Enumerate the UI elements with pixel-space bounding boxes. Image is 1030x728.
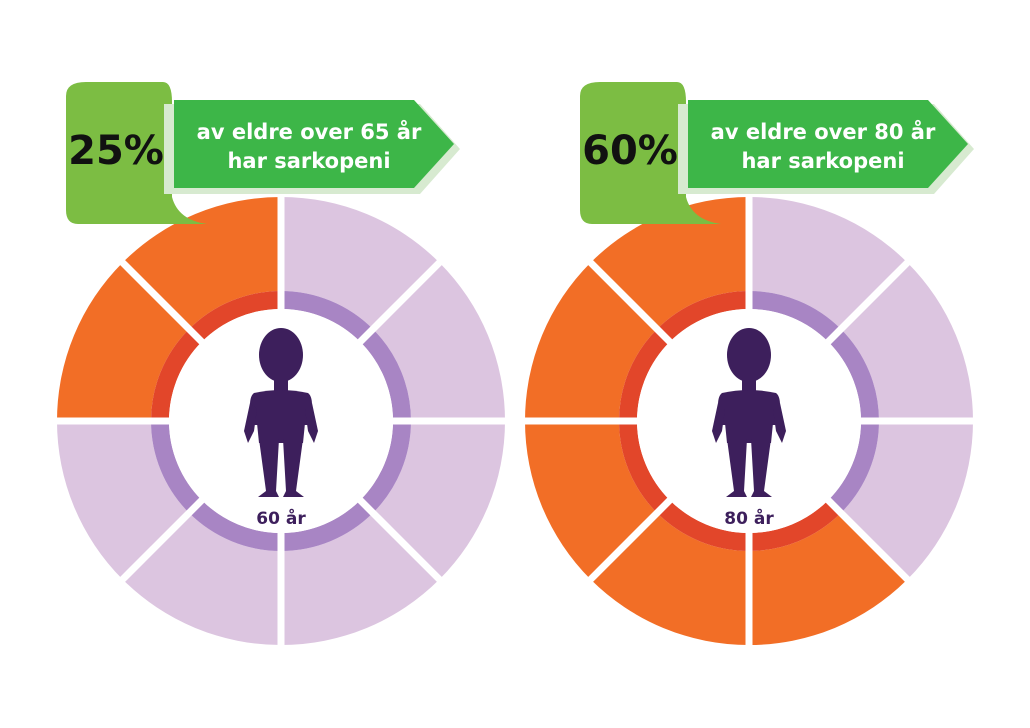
segment-divider [118, 258, 206, 346]
segment-inner-unaffected [281, 291, 373, 342]
banner-arrow [688, 100, 968, 188]
segment-unaffected [57, 421, 190, 580]
segment-inner-unaffected [360, 421, 411, 513]
segment-inner-unaffected [828, 329, 879, 421]
segment-unaffected [749, 197, 908, 330]
segment-affected [525, 262, 658, 421]
segment-unaffected [840, 262, 973, 421]
segment-affected [749, 512, 908, 645]
segment-divider [356, 496, 444, 584]
ring-chart-0: 60 år 25% av eldre over 65 år har sarkopeni [55, 82, 507, 647]
segment-inner-affected [619, 329, 670, 421]
segment-divider [586, 496, 674, 584]
info-banner: av eldre over 65 år har sarkopeni [164, 100, 460, 194]
banner-arrow [174, 100, 454, 188]
segment-inner-affected [749, 500, 841, 551]
segment-inner-affected [657, 291, 749, 342]
age-label: 60 år [256, 507, 306, 529]
segment-affected [525, 421, 658, 580]
segment-divider [824, 496, 912, 584]
segment-inner-unaffected [151, 421, 202, 513]
segment-inner-unaffected [189, 500, 281, 551]
segment-unaffected [372, 421, 505, 580]
segment-inner-unaffected [828, 421, 879, 513]
banner-line-0: av eldre over 65 år [197, 119, 422, 144]
info-banner: av eldre over 80 år har sarkopeni [678, 100, 974, 194]
segment-inner-affected [619, 421, 670, 513]
segment-inner-unaffected [281, 500, 373, 551]
banner-line-1: har sarkopeni [741, 149, 904, 173]
segment-unaffected [281, 197, 440, 330]
person-silhouette-icon [712, 328, 786, 497]
age-label: 80 år [724, 507, 774, 529]
segment-inner-unaffected [749, 291, 841, 342]
segment-unaffected [840, 421, 973, 580]
segment-divider [586, 258, 674, 346]
segment-inner-affected [189, 291, 281, 342]
segment-unaffected [281, 512, 440, 645]
ring-chart-1: 80 år 60% av eldre over 80 år har sarkopeni [523, 82, 975, 647]
segment-affected [57, 262, 190, 421]
segment-affected [122, 197, 281, 330]
segment-divider [118, 496, 206, 584]
segment-inner-unaffected [360, 329, 412, 421]
banner-line-1: har sarkopeni [227, 149, 390, 173]
segment-unaffected [122, 512, 281, 645]
segment-divider [356, 258, 444, 346]
segment-inner-affected [151, 329, 202, 421]
banner-line-0: av eldre over 80 år [711, 119, 936, 144]
percent-label: 60% [582, 128, 678, 174]
segment-inner-affected [657, 500, 749, 551]
segment-unaffected [372, 262, 505, 421]
person-silhouette-icon [244, 328, 318, 497]
segment-affected [590, 197, 749, 330]
segment-divider [824, 258, 912, 346]
segment-affected [590, 512, 749, 645]
percent-label: 25% [68, 128, 164, 174]
